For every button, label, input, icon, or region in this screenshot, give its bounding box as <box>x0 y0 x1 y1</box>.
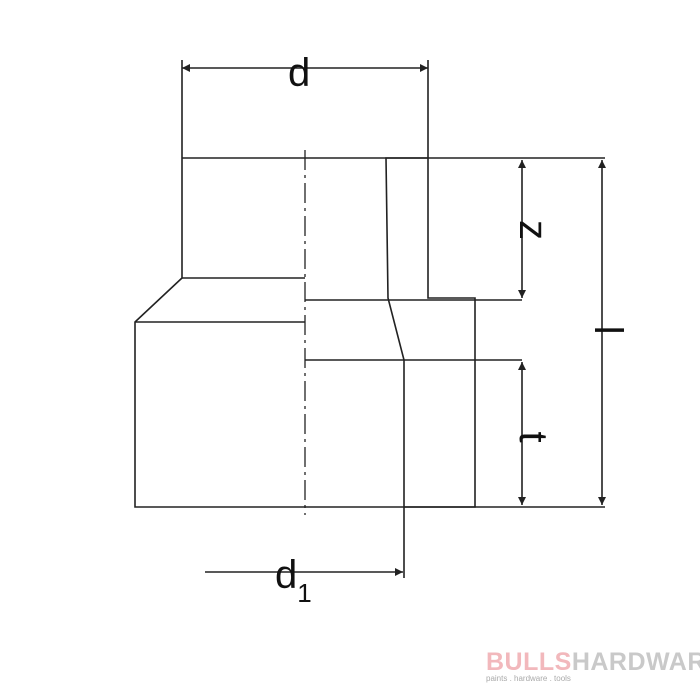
label-z: z <box>511 220 555 240</box>
dimension-d <box>181 60 429 158</box>
bulls-hardware-logo: BULLSHARDWARE paints . hardware . tools <box>486 648 700 683</box>
logo-part1: BULLS <box>486 648 572 676</box>
outline <box>134 157 605 508</box>
dimension-d1 <box>205 507 405 578</box>
label-d: d <box>288 51 310 95</box>
hatched-wall-section <box>385 157 476 508</box>
label-d1: d1 <box>275 553 312 608</box>
logo-tagline: paints . hardware . tools <box>486 674 571 683</box>
label-t: t <box>511 431 555 442</box>
label-l: l <box>586 326 630 335</box>
logo-part2: HARDWARE <box>571 648 700 676</box>
